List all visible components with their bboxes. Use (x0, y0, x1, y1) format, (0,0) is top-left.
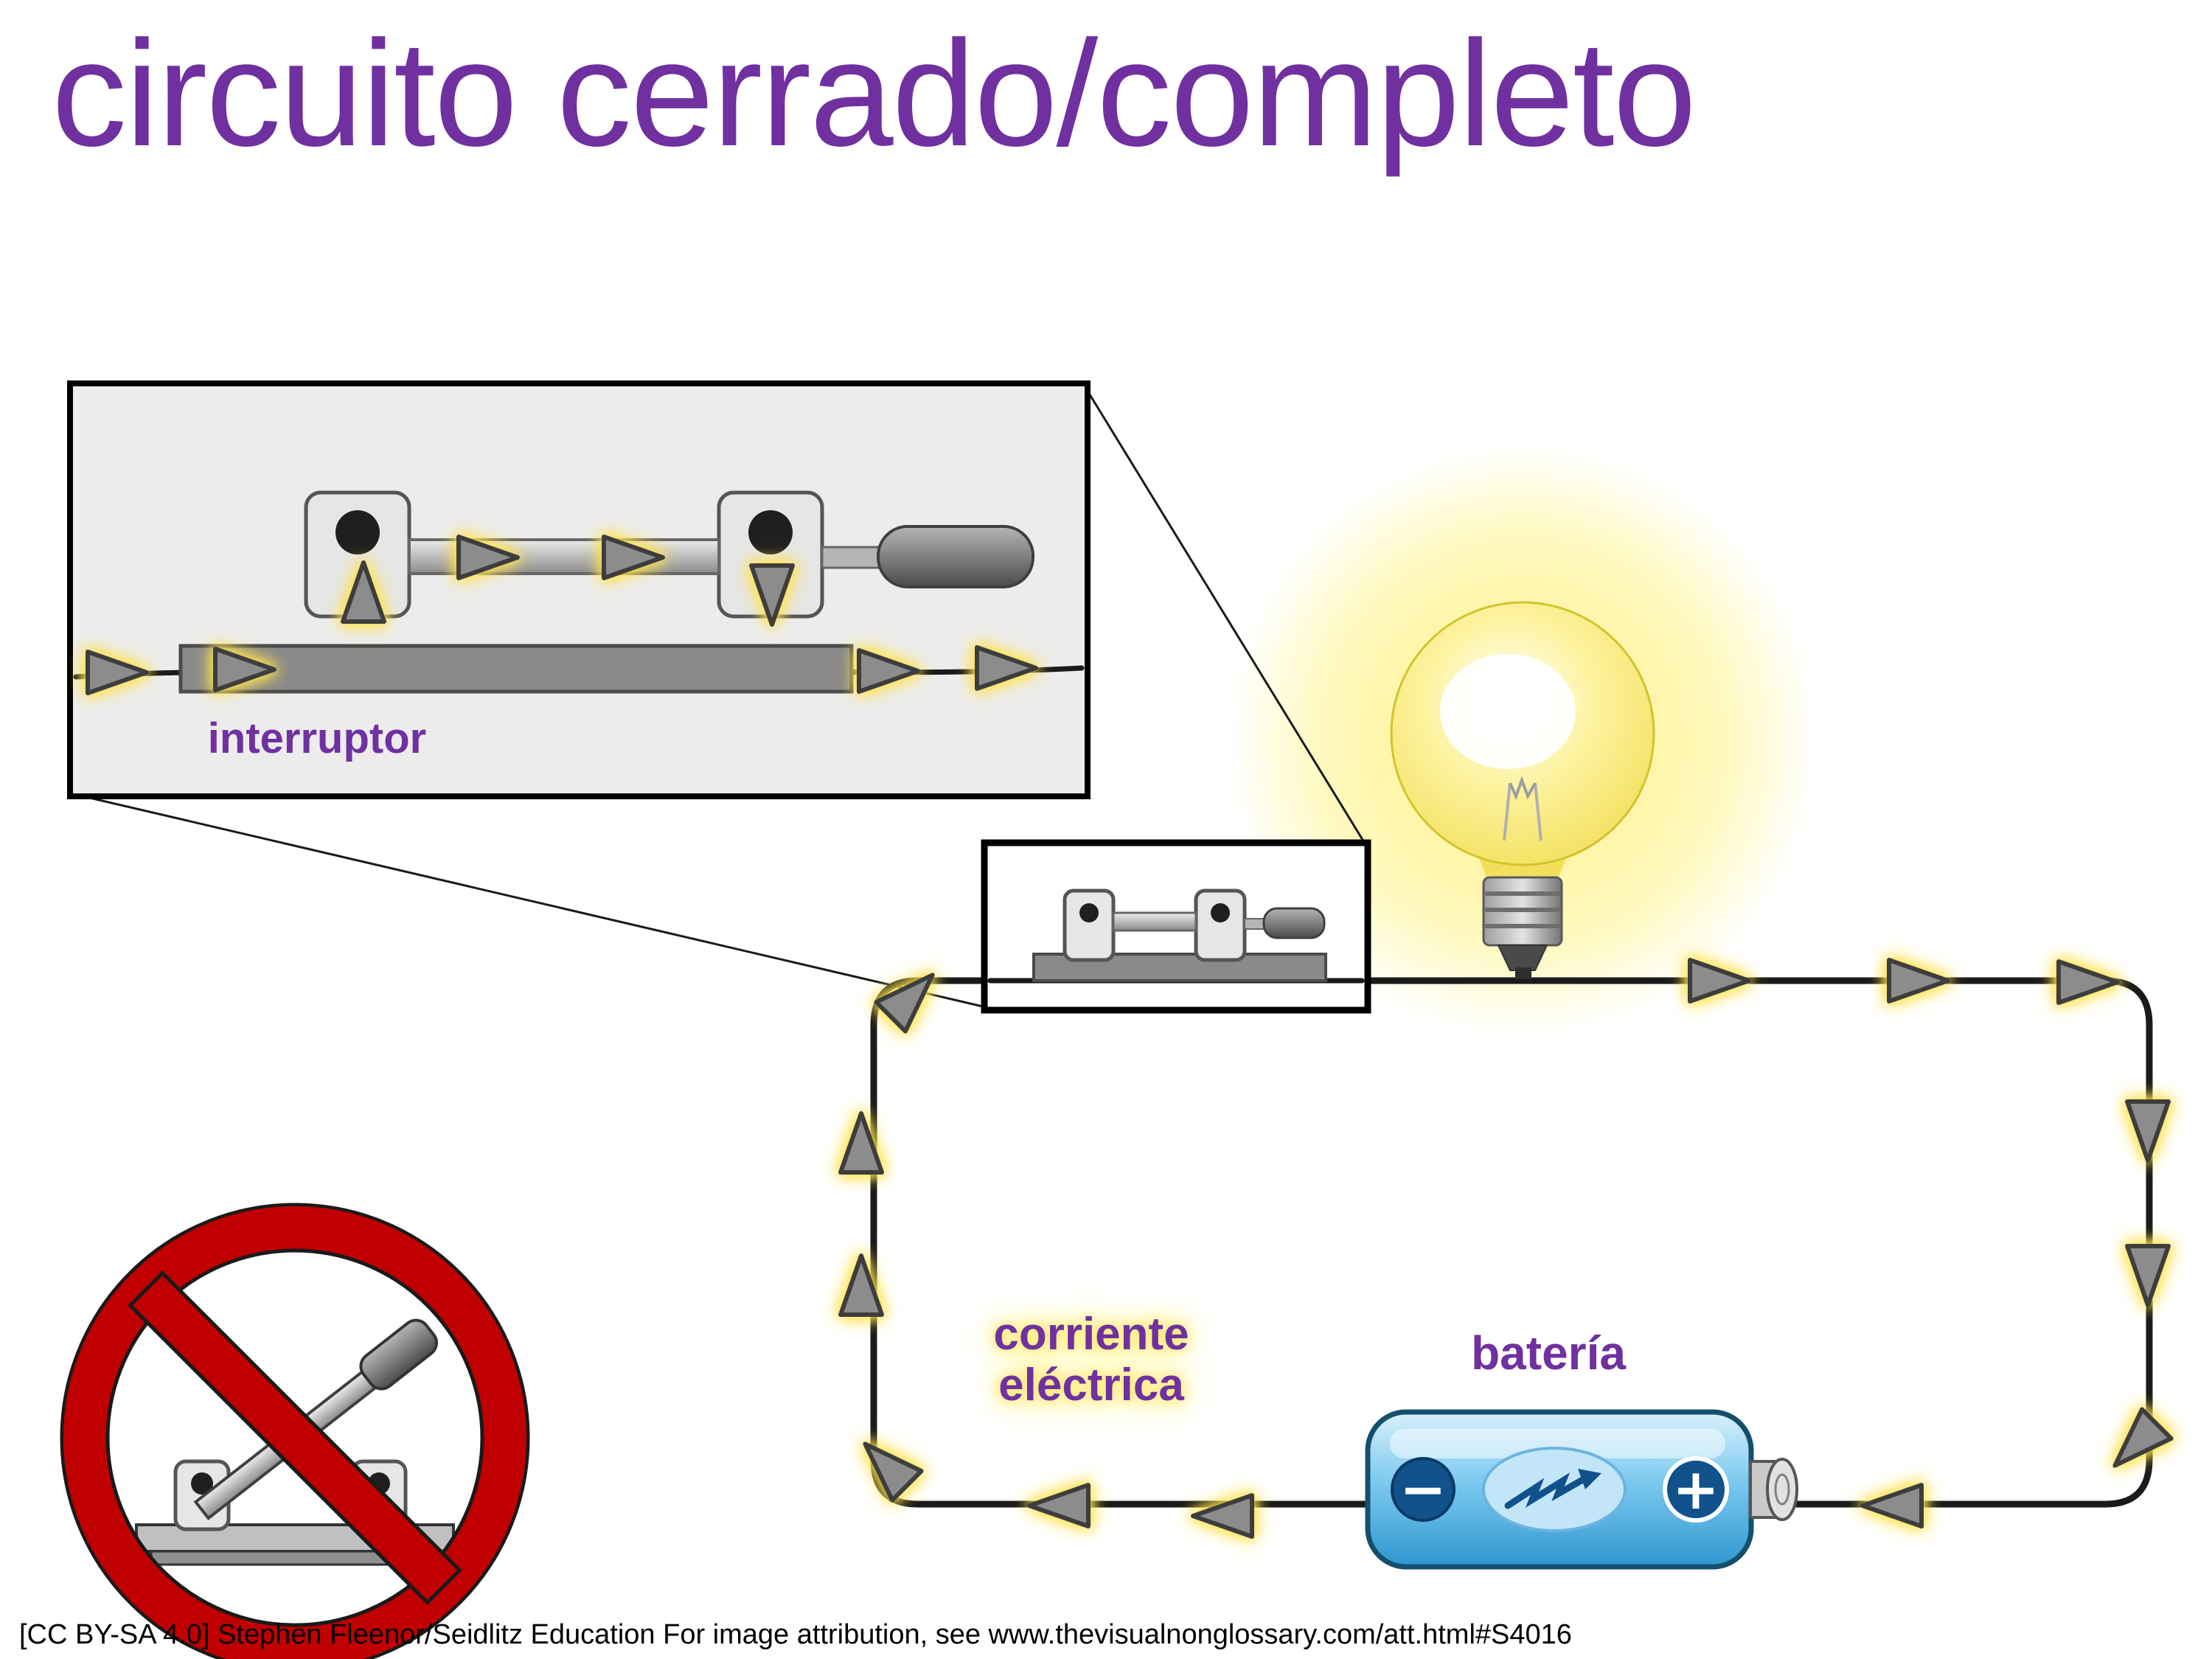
lever-connector (1244, 918, 1266, 930)
battery-icon: − + (1365, 1409, 1798, 1570)
terminal-hole (1211, 903, 1230, 922)
bulb-tip (1497, 945, 1548, 971)
current-arrow (2127, 1246, 2168, 1305)
terminal-hole (191, 1472, 213, 1495)
battery-gloss (1390, 1429, 1725, 1458)
battery-minus-symbol: − (1399, 1456, 1447, 1522)
current-arrow (2101, 1409, 2171, 1480)
switch-terminal-left (1062, 888, 1116, 962)
prohibition-inner-outline (105, 1248, 484, 1627)
battery-plus-terminal (1663, 1456, 1729, 1523)
filament-supports (1503, 782, 1543, 841)
page-title: circuito cerrado/completo (52, 10, 1697, 178)
current-arrow (1863, 1485, 1921, 1526)
inset-switch-panel (67, 380, 1091, 799)
prohibition-outer-outline (60, 1203, 530, 1659)
current-label-line2: eléctrica (998, 1360, 1184, 1411)
circuit-wire (870, 977, 2153, 1508)
screw-ridges (1485, 891, 1560, 928)
switch-terminal-right (1194, 888, 1247, 962)
switch-box (981, 839, 1371, 1014)
battery-nub-ring (1774, 1473, 1790, 1506)
switch-handle (1262, 907, 1326, 939)
battery-plus-symbol: + (1672, 1456, 1719, 1522)
bulb-filament (1509, 776, 1537, 801)
lightning-bolt-icon (1504, 1472, 1587, 1509)
lever-connector (821, 546, 883, 569)
switch-lever (1112, 911, 1197, 932)
closed-switch-icon-large (304, 490, 1034, 619)
current-arrow (1690, 960, 1749, 1001)
current-arrow (851, 1430, 922, 1500)
switch-base-bar (178, 644, 854, 694)
terminal-hole (1079, 903, 1099, 922)
switch-handle (359, 1318, 438, 1391)
current-arrow (1889, 960, 1948, 1001)
terminal-hole (335, 510, 380, 554)
prohibition-diagonal (128, 1270, 462, 1605)
current-arrow (1029, 1485, 1088, 1526)
current-label: corriente eléctrica (993, 1309, 1189, 1411)
zoom-line (1085, 388, 1368, 846)
inset-frame (67, 380, 1091, 799)
light-bulb-icon (1390, 601, 1655, 979)
switch-handle (877, 525, 1034, 588)
terminal-hole (748, 510, 793, 554)
closed-switch-icon (1032, 888, 1327, 982)
current-arrow (2127, 1102, 2168, 1161)
zoom-lines (73, 388, 1368, 1009)
bulb-hotspot (1440, 654, 1576, 769)
current-label-line1: corriente (993, 1309, 1189, 1360)
zoom-line (73, 793, 987, 1009)
bulb-contact (1515, 967, 1531, 979)
attribution: [CC BY-SA 4.0] Stephen Fleenor/Seidlitz … (19, 1619, 1572, 1650)
battery-label: batería (1471, 1326, 1626, 1380)
prohibition-ring (63, 1206, 526, 1659)
current-arrow (2059, 961, 2118, 1003)
lightning-bolt-head (1578, 1469, 1601, 1489)
switch-label: interruptor (207, 714, 427, 762)
battery-nub-cap (1766, 1458, 1798, 1521)
prohibition-bar (128, 1270, 462, 1605)
switch-lever (408, 538, 720, 575)
battery-minus-terminal (1391, 1457, 1455, 1522)
no-symbol-icon (60, 1203, 530, 1659)
